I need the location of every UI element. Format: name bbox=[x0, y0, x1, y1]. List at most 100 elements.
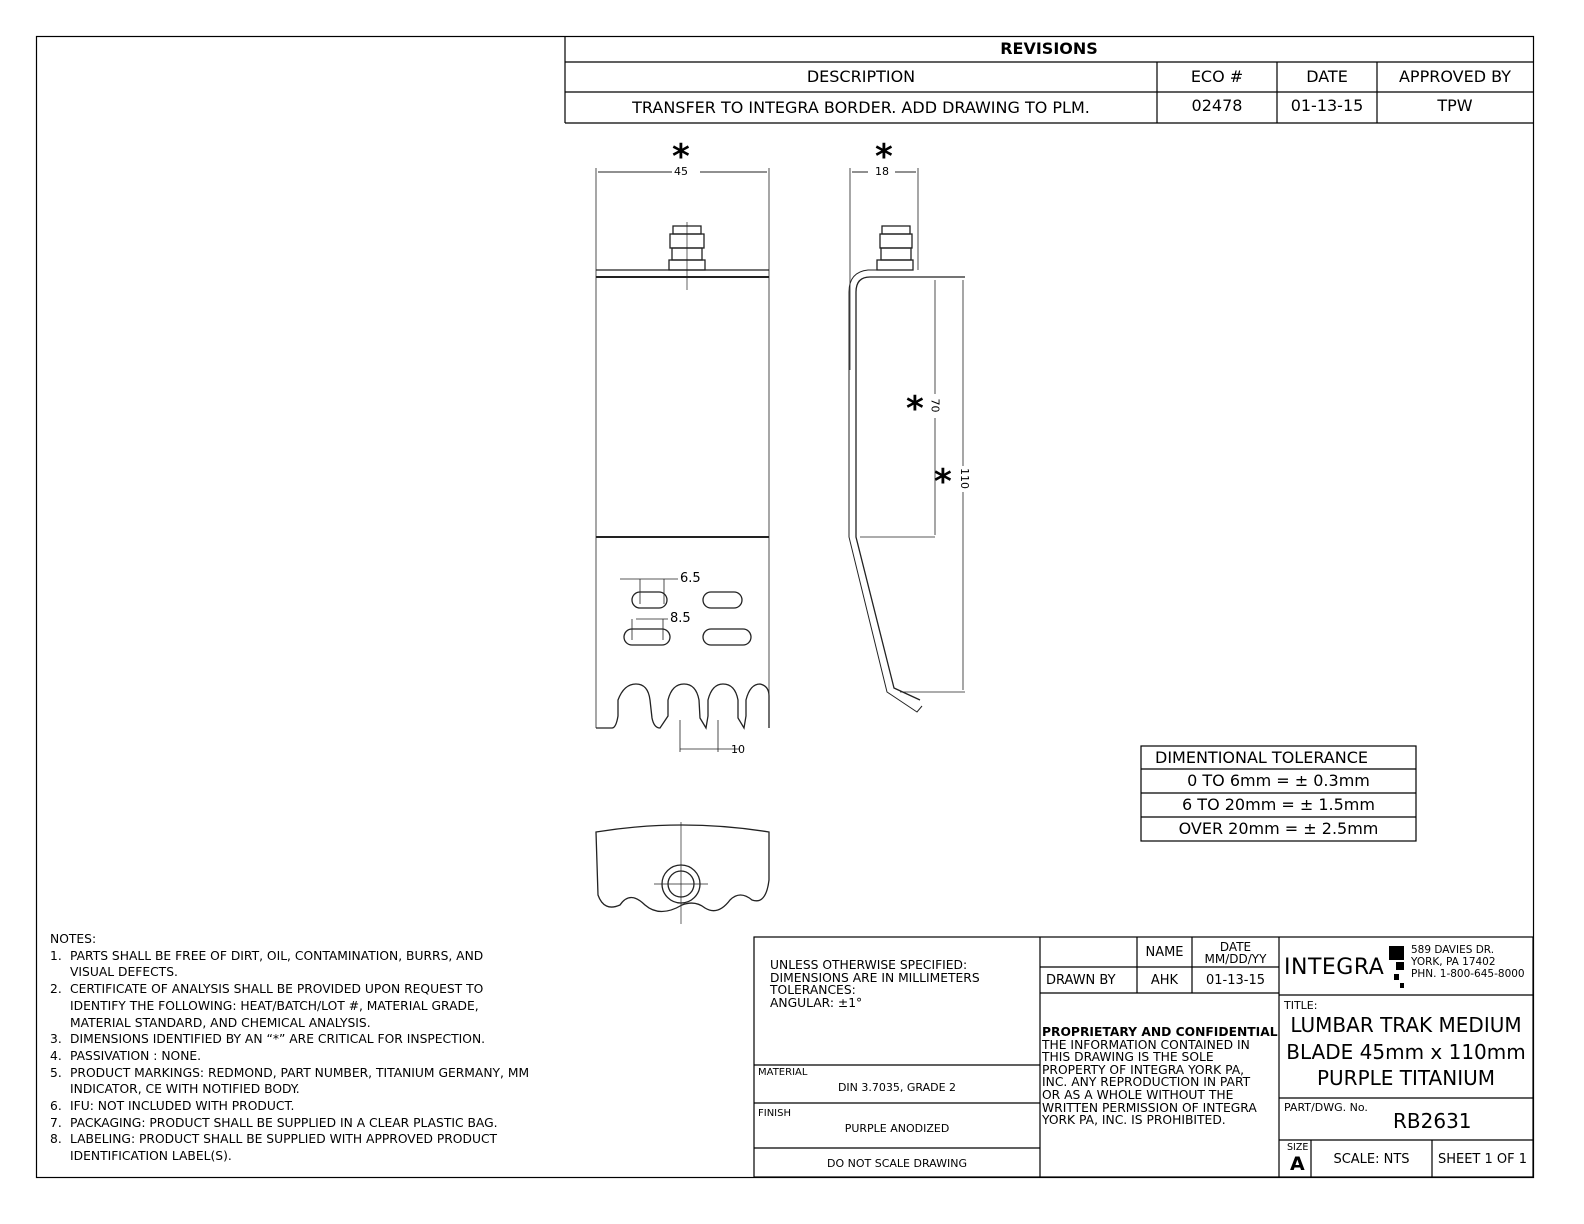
revision-eco: 02478 bbox=[1191, 96, 1243, 115]
title-label: TITLE: bbox=[1284, 999, 1318, 1012]
notes: NOTES: 1. PARTS SHALL BE FREE OF DIRT, OI… bbox=[50, 931, 529, 1165]
part-label: PART/DWG. No. bbox=[1284, 1101, 1368, 1114]
note-line: 4. PASSIVATION : NONE. bbox=[50, 1048, 529, 1065]
revisions-header-date: DATE bbox=[1306, 67, 1348, 86]
revisions-header-approved: APPROVED BY bbox=[1398, 67, 1511, 86]
title-line-2: BLADE 45mm x 110mm bbox=[1286, 1040, 1526, 1064]
proprietary-line: PROPERTY OF INTEGRA YORK PA, bbox=[1042, 1062, 1245, 1077]
critical-mark-depth: * bbox=[875, 137, 893, 177]
tolerance-row: 6 TO 20mm = ± 1.5mm bbox=[1182, 795, 1375, 814]
note-line: 1. PARTS SHALL BE FREE OF DIRT, OIL, CONT… bbox=[50, 948, 529, 965]
revisions-title: REVISIONS bbox=[1000, 39, 1098, 58]
note-text: CERTIFICATE OF ANALYSIS SHALL BE PROVIDE… bbox=[70, 982, 484, 997]
revision-approved-by: TPW bbox=[1437, 96, 1473, 115]
unless-line: ANGULAR: ±1° bbox=[770, 995, 863, 1010]
address-line: YORK, PA 17402 bbox=[1411, 956, 1496, 968]
tolerance-grid bbox=[1140, 745, 1417, 842]
unless-specified: UNLESS OTHERWISE SPECIFIED: DIMENSIONS A… bbox=[770, 959, 980, 1009]
drawn-date: 01-13-15 bbox=[1205, 973, 1265, 988]
tolerance-row: 0 TO 6mm = ± 0.3mm bbox=[1187, 771, 1370, 790]
note-line: 8.LABELING: PRODUCT SHALL BE SUPPLIED WI… bbox=[50, 1131, 529, 1148]
dim-slot-b: 8.5 bbox=[670, 611, 691, 626]
revisions-header-eco: ECO # bbox=[1190, 67, 1244, 86]
title-block-grid bbox=[753, 936, 1534, 1178]
dim-slot-a: 6.5 bbox=[680, 571, 701, 586]
note-number: 2. bbox=[50, 982, 62, 997]
note-text: IDENTIFICATION LABEL(S). bbox=[70, 1149, 232, 1164]
unless-line: DIMENSIONS ARE IN MILLIMETERS bbox=[770, 970, 980, 985]
material-value: DIN 3.7035, GRADE 2 bbox=[837, 1081, 957, 1094]
note-text: PARTS SHALL BE FREE OF DIRT, OIL, CONTAM… bbox=[70, 948, 484, 963]
dim-overall-length: 110 bbox=[958, 468, 971, 489]
note-line: INDICATOR, CE WITH NOTIFIED BODY. bbox=[50, 1081, 529, 1098]
proprietary-notice: PROPRIETARY AND CONFIDENTIAL THE INFORMA… bbox=[1042, 1026, 1278, 1127]
note-line: IDENTIFICATION LABEL(S). bbox=[50, 1148, 529, 1165]
scale: SCALE: NTS bbox=[1333, 1152, 1410, 1167]
note-number: 1. bbox=[50, 948, 62, 963]
note-number: 8. bbox=[50, 1132, 62, 1147]
note-line: VISUAL DEFECTS. bbox=[50, 964, 529, 981]
size-label: SIZE bbox=[1287, 1142, 1309, 1153]
proprietary-line: OR AS A WHOLE WITHOUT THE bbox=[1042, 1087, 1234, 1102]
proprietary-line: WRITTEN PERMISSION OF INTEGRA bbox=[1042, 1100, 1257, 1115]
proprietary-line: YORK PA, INC. IS PROHIBITED. bbox=[1042, 1113, 1226, 1128]
note-number: 7. bbox=[50, 1115, 62, 1130]
note-line: 6. IFU: NOT INCLUDED WITH PRODUCT. bbox=[50, 1098, 529, 1115]
note-text: DIMENSIONS IDENTIFIED BY AN “*” ARE CRIT… bbox=[70, 1032, 486, 1047]
unless-line: TOLERANCES: bbox=[770, 983, 856, 997]
drawn-by-label: DRAWN BY bbox=[1046, 973, 1116, 988]
note-line: 7.PACKAGING: PRODUCT SHALL BE SUPPLIED I… bbox=[50, 1115, 529, 1132]
revisions-grid bbox=[564, 37, 1533, 124]
address-line: 589 DAVIES DR. bbox=[1411, 944, 1495, 956]
company-logo-text: INTEGRA bbox=[1284, 955, 1385, 980]
critical-mark-70: * bbox=[906, 389, 924, 429]
part-number: RB2631 bbox=[1393, 1109, 1472, 1133]
note-text: VISUAL DEFECTS. bbox=[70, 965, 178, 980]
proprietary-title: PROPRIETARY AND CONFIDENTIAL bbox=[1042, 1025, 1278, 1039]
note-number: 6. bbox=[50, 1099, 62, 1114]
date-header-2: MM/DD/YY bbox=[1204, 952, 1267, 966]
revision-date: 01-13-15 bbox=[1290, 96, 1364, 115]
tolerance-title: DIMENTIONAL TOLERANCE bbox=[1155, 748, 1368, 767]
note-number: 5. bbox=[50, 1065, 62, 1080]
note-line: 2. CERTIFICATE OF ANALYSIS SHALL BE PROVI… bbox=[50, 981, 529, 998]
dim-width: 45 bbox=[674, 165, 688, 178]
drawn-by-value: AHK bbox=[1150, 973, 1179, 988]
proprietary-line: INC. ANY REPRODUCTION IN PART bbox=[1042, 1075, 1251, 1090]
note-line: IDENTIFY THE FOLLOWING: HEAT/BATCH/LOT #… bbox=[50, 998, 529, 1015]
notes-heading: NOTES: bbox=[50, 932, 97, 946]
note-text: IFU: NOT INCLUDED WITH PRODUCT. bbox=[70, 1099, 295, 1114]
notes-list: 1. PARTS SHALL BE FREE OF DIRT, OIL, CONT… bbox=[50, 948, 529, 1165]
do-not-scale: DO NOT SCALE DRAWING bbox=[827, 1157, 967, 1170]
side-view bbox=[848, 168, 965, 713]
company-address: 589 DAVIES DR. YORK, PA 17402 PHN. 1-800… bbox=[1411, 944, 1525, 980]
note-text: MATERIAL STANDARD, AND CHEMICAL ANALYSIS… bbox=[70, 1015, 371, 1030]
note-number: 4. bbox=[50, 1048, 62, 1063]
name-header: NAME bbox=[1145, 945, 1184, 960]
proprietary-line: THE INFORMATION CONTAINED IN bbox=[1042, 1037, 1250, 1052]
dim-depth: 18 bbox=[875, 165, 889, 178]
note-text: PASSIVATION : NONE. bbox=[70, 1048, 202, 1063]
note-line: 5. PRODUCT MARKINGS: REDMOND, PART NUMBER… bbox=[50, 1065, 529, 1082]
title-line-3: PURPLE TITANIUM bbox=[1316, 1066, 1495, 1090]
dim-tooth-pitch: 10 bbox=[731, 743, 745, 756]
note-number: 3. bbox=[50, 1032, 62, 1047]
note-line: MATERIAL STANDARD, AND CHEMICAL ANALYSIS… bbox=[50, 1015, 529, 1032]
tolerance-row: OVER 20mm = ± 2.5mm bbox=[1178, 819, 1379, 838]
unless-line: UNLESS OTHERWISE SPECIFIED: bbox=[770, 958, 968, 972]
finish-label: FINISH bbox=[758, 1108, 791, 1119]
sheet: SHEET 1 OF 1 bbox=[1437, 1152, 1528, 1167]
date-header-1: DATE bbox=[1219, 940, 1252, 954]
material-label: MATERIAL bbox=[758, 1067, 808, 1078]
title-line-1: LUMBAR TRAK MEDIUM bbox=[1290, 1013, 1522, 1037]
finish-value: PURPLE ANODIZED bbox=[844, 1122, 950, 1135]
size-value: A bbox=[1290, 1153, 1305, 1175]
critical-mark-110: * bbox=[934, 462, 952, 502]
proprietary-line: THIS DRAWING IS THE SOLE bbox=[1042, 1050, 1214, 1065]
address-line: PHN. 1-800-645-8000 bbox=[1411, 968, 1525, 980]
front-view bbox=[595, 168, 770, 752]
note-text: PRODUCT MARKINGS: REDMOND, PART NUMBER, … bbox=[70, 1065, 530, 1080]
dim-upper-length: 70 bbox=[928, 398, 942, 413]
note-text: IDENTIFY THE FOLLOWING: HEAT/BATCH/LOT #… bbox=[70, 998, 479, 1013]
